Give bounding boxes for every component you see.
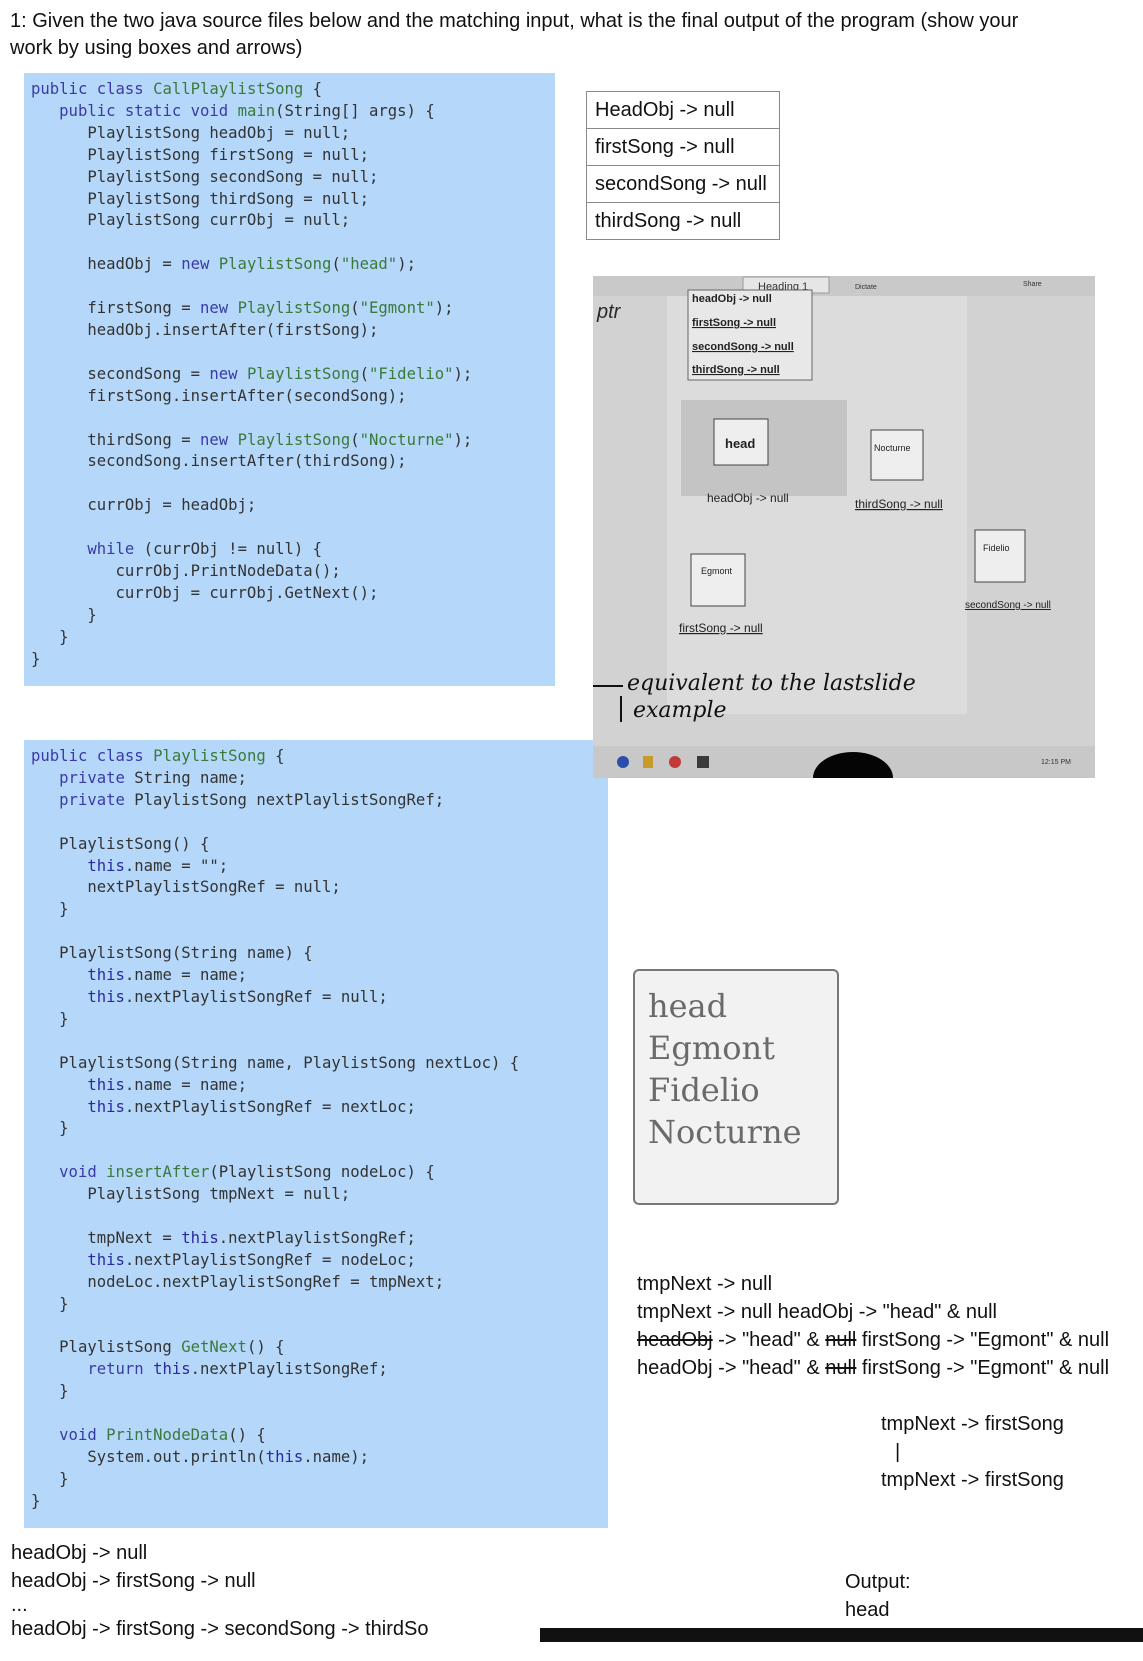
code-block-playlist-song: public class PlaylistSong { private Stri… [24, 740, 608, 1528]
list-line-4: thirdSong -> null [692, 364, 780, 376]
output-line-3: Fidelio [648, 1071, 760, 1109]
handwriting-line-1: equivalent to the lastslide [627, 671, 916, 696]
list-line-2: firstSong -> null [692, 317, 776, 329]
head-node-box [713, 418, 769, 466]
ribbon-toolbar [593, 276, 1095, 296]
tmpnext-line-1: tmpNext -> firstSong [881, 1413, 1064, 1435]
trace-line-2: tmpNext -> null headObj -> "head" & null [637, 1301, 997, 1323]
taskbar-time: 12:15 PM [1041, 759, 1071, 766]
fidelio-node-box [974, 529, 1026, 583]
tmpnext-notes: tmpNext -> firstSong | tmpNext -> firstS… [881, 1410, 1141, 1494]
list-line-1: headObj -> null [692, 293, 772, 305]
bottom-black-bar [540, 1628, 1143, 1642]
browser-icon [669, 756, 681, 768]
reference-table: HeadObj -> null firstSong -> null second… [586, 91, 780, 240]
trace-notes: tmpNext -> null tmpNext -> null headObj … [637, 1270, 1143, 1382]
bottom-trace-line-1: headObj -> null [11, 1542, 148, 1564]
bottom-trace-ellipsis: ... [11, 1594, 28, 1616]
output-section: Output: head [845, 1568, 965, 1624]
nocturne-node-box [870, 429, 924, 481]
ref-firstsong: firstSong -> null [586, 128, 780, 166]
head-node-label: head [725, 436, 755, 451]
slide-photo-svg: Heading 1 Dictate Share ptr headObj -> n… [593, 276, 1095, 778]
bottom-trace-line-3: headObj -> firstSong -> secondSong -> th… [11, 1618, 429, 1640]
dictate-label: Dictate [855, 284, 877, 291]
code-block-call-playlist-song: public class CallPlaylistSong { public s… [24, 73, 555, 686]
handwriting-line-2: example [633, 698, 727, 723]
app-icon [697, 756, 709, 768]
egmont-node-label: Egmont [701, 566, 733, 576]
nocturne-node-label: Nocturne [874, 443, 911, 453]
firstsong-label: firstSong -> null [679, 621, 763, 635]
fidelio-node-label: Fidelio [983, 543, 1010, 553]
bottom-trace-line-2: headObj -> firstSong -> null [11, 1570, 256, 1592]
egmont-node-box [690, 553, 746, 607]
trace-line-4: headObj -> "head" & null firstSong -> "E… [637, 1357, 1110, 1379]
question-line-2: work by using boxes and arrows) [10, 37, 303, 59]
program-output-box: head Egmont Fidelio Nocturne [633, 969, 839, 1205]
output-line-4: Nocturne [648, 1113, 802, 1151]
bottom-trace: headObj -> null headObj -> firstSong -> … [11, 1539, 551, 1643]
thirdsong-label: thirdSong -> null [855, 497, 943, 511]
question-text: 1: Given the two java source files below… [10, 8, 1110, 62]
code-call-playlist-song: public class CallPlaylistSong { public s… [31, 80, 473, 668]
ref-thirdsong: thirdSong -> null [586, 202, 780, 240]
slide-photo: Heading 1 Dictate Share ptr headObj -> n… [593, 276, 1095, 778]
code-playlist-song: public class PlaylistSong { private Stri… [31, 747, 520, 1510]
tmpnext-pipe: | [895, 1441, 901, 1463]
start-icon [617, 756, 629, 768]
trace-line-3: headObj -> "head" & null firstSong -> "E… [637, 1329, 1110, 1351]
list-box [687, 289, 813, 381]
output-label: Output: [845, 1571, 911, 1593]
output-line-1: head [648, 987, 728, 1025]
head-silhouette [813, 752, 893, 778]
headobj-label: headObj -> null [707, 491, 789, 505]
tmpnext-line-2: tmpNext -> firstSong [881, 1469, 1064, 1491]
ref-headobj: HeadObj -> null [586, 91, 780, 129]
trace-line-1: tmpNext -> null [637, 1273, 773, 1295]
output-value: head [845, 1599, 890, 1621]
share-label: Share [1023, 281, 1042, 288]
ref-secondsong: secondSong -> null [586, 165, 780, 203]
question-line-1: 1: Given the two java source files below… [10, 10, 1019, 32]
secondsong-label: secondSong -> null [965, 600, 1051, 611]
pointer-handwriting: ptr [596, 301, 622, 323]
output-line-2: Egmont [648, 1029, 775, 1067]
folder-icon [643, 756, 653, 768]
list-line-3: secondSong -> null [692, 341, 794, 353]
